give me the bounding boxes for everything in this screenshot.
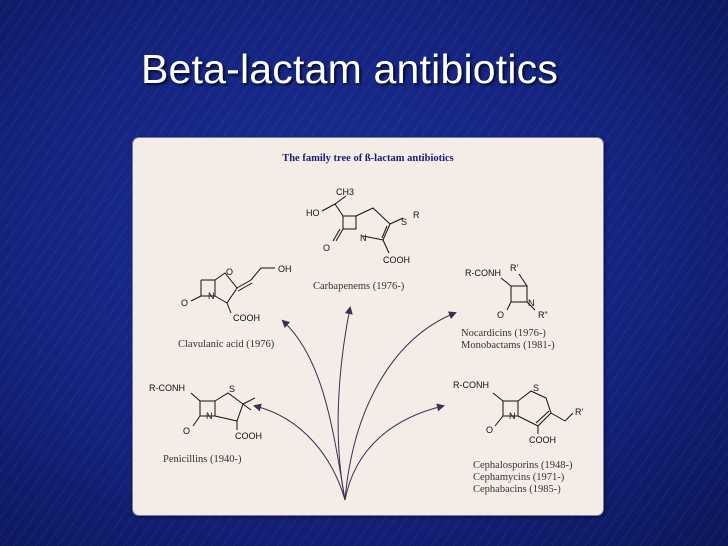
caption-cephamycins: Cephamycins (1971-): [473, 472, 565, 483]
figure-title: The family tree of ß-lactam antibiotics: [282, 153, 454, 164]
atom-o-carbapenem: O: [323, 243, 330, 253]
atom-n-clav: N: [208, 291, 215, 301]
caption-clavulanic: Clavulanic acid (1976): [178, 339, 275, 350]
caption-penicillins: Penicillins (1940-): [163, 454, 242, 465]
atom-n-noc: N: [528, 298, 535, 308]
atom-oh-clav: OH: [278, 264, 292, 274]
atom-ho: HO: [306, 208, 320, 218]
atom-s-carbapenem: S: [401, 217, 407, 227]
atom-rconh-pen: R-CONH: [149, 383, 185, 393]
atom-cooh-clav: COOH: [233, 313, 260, 323]
nocardicin-structure: [500, 273, 536, 311]
caption-cephalosporins: Cephalosporins (1948-): [473, 460, 573, 471]
atom-s-ceph: S: [533, 383, 539, 393]
atom-n-carbapenem: N: [360, 233, 367, 243]
caption-carbapenems: Carbapenems (1976-): [313, 281, 405, 292]
arrow-to-nocardicins: [344, 311, 457, 501]
slide-title: Beta-lactam antibiotics: [141, 46, 559, 92]
atom-n-pen: N: [206, 411, 213, 421]
penicillin-structure: [190, 392, 256, 430]
atom-cooh-carbapenem: COOH: [383, 255, 410, 265]
arrow-to-cephalosporins: [344, 403, 445, 501]
atom-r-carbapenem: R: [413, 210, 420, 220]
atom-cooh-pen: COOH: [235, 431, 262, 441]
arrow-to-penicillins: [253, 403, 346, 501]
atom-rconh-noc: R-CONH: [465, 268, 501, 278]
atom-rconh-ceph: R-CONH: [453, 380, 489, 390]
atom-o-noc: O: [497, 310, 504, 320]
atom-o-clav-ring: O: [226, 267, 233, 277]
caption-monobactams: Monobactams (1981-): [461, 340, 555, 351]
atom-rprime-noc: R': [510, 263, 518, 273]
arrow-to-carbapenems: [337, 306, 353, 501]
atom-s-pen: S: [229, 384, 235, 394]
atom-ch3: CH3: [336, 187, 354, 197]
clavulanic-structure: [190, 267, 275, 314]
atom-o-ceph: O: [486, 425, 493, 435]
atom-o-clav: O: [181, 298, 188, 308]
tree-arrows: [253, 306, 457, 501]
atom-rdouble-noc: R": [538, 310, 548, 320]
caption-nocardicins: Nocardicins (1976-): [461, 328, 546, 339]
structure-drawing: CH3 HO O N S R COOH O OH N O COOH: [149, 187, 583, 501]
family-tree-figure: The family tree of ß-lactam antibiotics: [132, 137, 604, 516]
atom-n-ceph: N: [509, 411, 516, 421]
carbapenem-structure: [321, 195, 404, 254]
caption-cephabacins: Cephabacins (1985-): [473, 484, 561, 495]
atom-rprime-ceph: R': [575, 407, 583, 417]
atom-o-pen: O: [183, 426, 190, 436]
cephalosporin-structure: [492, 390, 574, 434]
arrow-to-clavulanic: [281, 319, 346, 501]
atom-cooh-ceph: COOH: [529, 435, 556, 445]
